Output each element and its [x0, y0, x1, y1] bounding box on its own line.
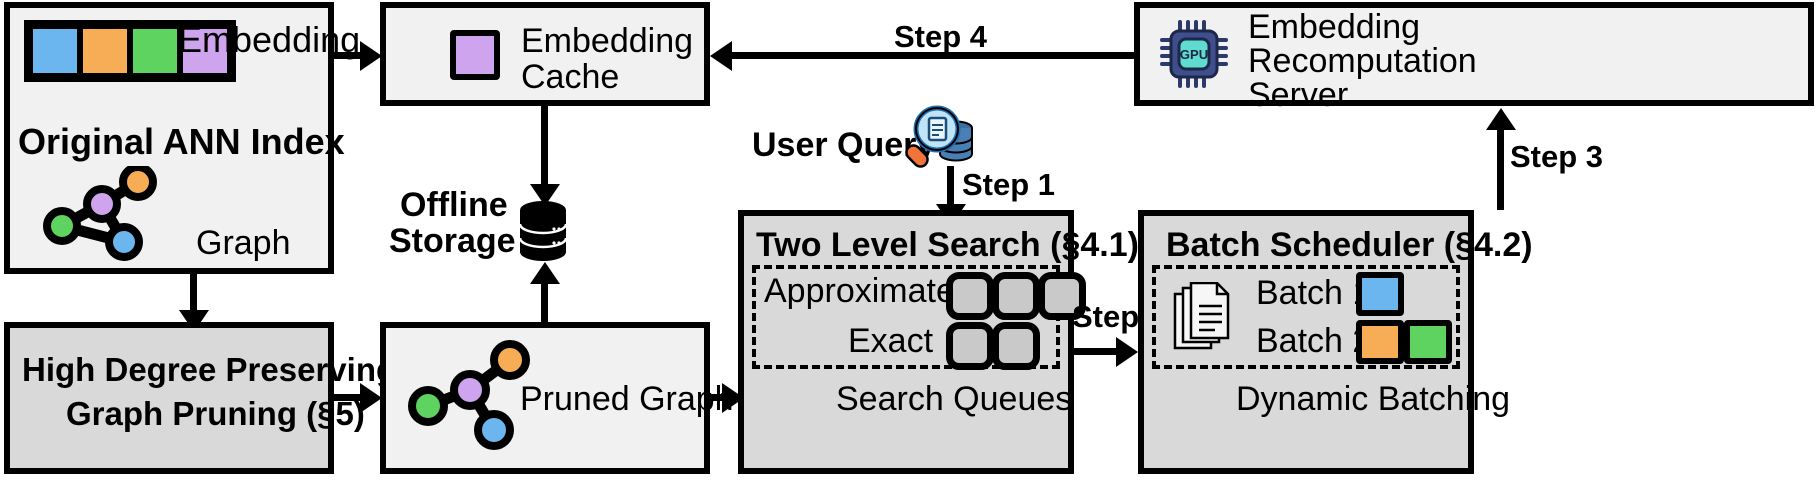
- dynamic-batching-panel: [1152, 265, 1460, 369]
- batch-1-label: Batch 1: [1256, 274, 1372, 312]
- approximate-slot-2[interactable]: [992, 272, 1040, 320]
- arrow-pruned-to-storage-head: [530, 262, 560, 284]
- original-graph-icon: [43, 166, 157, 261]
- embedding-cache-line2: Cache: [521, 58, 620, 96]
- graph-pruning-box: [4, 322, 334, 474]
- exact-slot-1[interactable]: [946, 322, 994, 370]
- embedding-cache-box: [380, 2, 710, 106]
- embedding-label: Embedding: [178, 19, 361, 60]
- arrow-pruned-to-storage-line: [541, 272, 548, 328]
- svg-text:GPU: GPU: [1180, 47, 1208, 62]
- step-4-label: Step 4: [894, 19, 988, 54]
- arrow-index-to-cache-head: [360, 41, 382, 71]
- arrow-pruning-to-pruned-line: [334, 394, 368, 401]
- batch-1-chip-blue: [1356, 272, 1404, 316]
- pruned-graph-icon: [408, 340, 530, 450]
- arrow-pruning-to-pruned-head: [360, 383, 382, 413]
- arrow-index-to-pruning-line: [190, 274, 197, 316]
- arrow-search-to-scheduler-head: [1116, 337, 1138, 367]
- arrow-server-to-cache-head: [710, 41, 732, 71]
- approximate-slot-1[interactable]: [946, 272, 994, 320]
- two-level-search-box: [738, 210, 1074, 474]
- pruned-graph-box: [380, 322, 710, 474]
- step-3-label: Step 3: [1510, 139, 1604, 174]
- arrow-query-to-search-line: [947, 166, 954, 210]
- offline-storage-line2: Storage: [389, 222, 516, 260]
- offline-storage-line1: Offline: [400, 186, 508, 224]
- approximate-row-label: Approximate: [764, 272, 955, 310]
- arrow-scheduler-to-server-line: [1497, 126, 1504, 210]
- gpu-chip-icon: GPU: [1160, 20, 1228, 88]
- magnifier-database-icon: [905, 105, 973, 168]
- approximate-slot-3[interactable]: [1038, 272, 1086, 320]
- recomputation-server-line1: Embedding: [1248, 8, 1421, 46]
- exact-slot-2[interactable]: [992, 322, 1040, 370]
- batch-2-chip-green: [1404, 320, 1452, 364]
- batch-2-chip-orange: [1356, 320, 1404, 364]
- arrow-server-to-cache-line: [724, 52, 1136, 59]
- dynamic-batching-footer: Dynamic Batching: [1236, 380, 1511, 418]
- pruned-graph-label: Pruned Graph: [520, 380, 734, 418]
- purple-square-icon: [450, 30, 500, 80]
- search-queues-footer: Search Queues: [836, 380, 1073, 418]
- database-cylinder-icon: [518, 201, 568, 261]
- original-ann-index-title: Original ANN Index: [18, 121, 345, 162]
- embedding-strip-icon: [24, 20, 236, 82]
- exact-row-label: Exact: [848, 322, 934, 360]
- recomputation-server-line2: Recomputation: [1248, 42, 1477, 80]
- recomputation-server-box: [1134, 2, 1814, 106]
- arrow-cache-to-storage-line: [541, 106, 548, 190]
- step-1-label: Step 1: [962, 167, 1056, 202]
- arrow-cache-to-storage-head: [530, 184, 560, 206]
- embedding-cache-line1: Embedding: [521, 22, 694, 60]
- arrow-index-to-cache-line: [334, 52, 368, 59]
- batch-2-label: Batch 2: [1256, 322, 1372, 360]
- recomputation-server-line3: Server: [1248, 76, 1349, 114]
- graph-pruning-line1: High Degree Preserving: [22, 351, 397, 388]
- arrow-scheduler-to-server-head: [1486, 108, 1516, 130]
- documents-stack-icon: [1173, 282, 1230, 350]
- graph-label: Graph: [196, 224, 291, 262]
- arrow-search-to-scheduler-line: [1074, 348, 1132, 355]
- graph-pruning-line2: Graph Pruning (§5): [66, 395, 365, 432]
- batch-scheduler-title: Batch Scheduler (§4.2): [1166, 226, 1533, 264]
- two-level-search-title: Two Level Search (§4.1): [756, 226, 1139, 264]
